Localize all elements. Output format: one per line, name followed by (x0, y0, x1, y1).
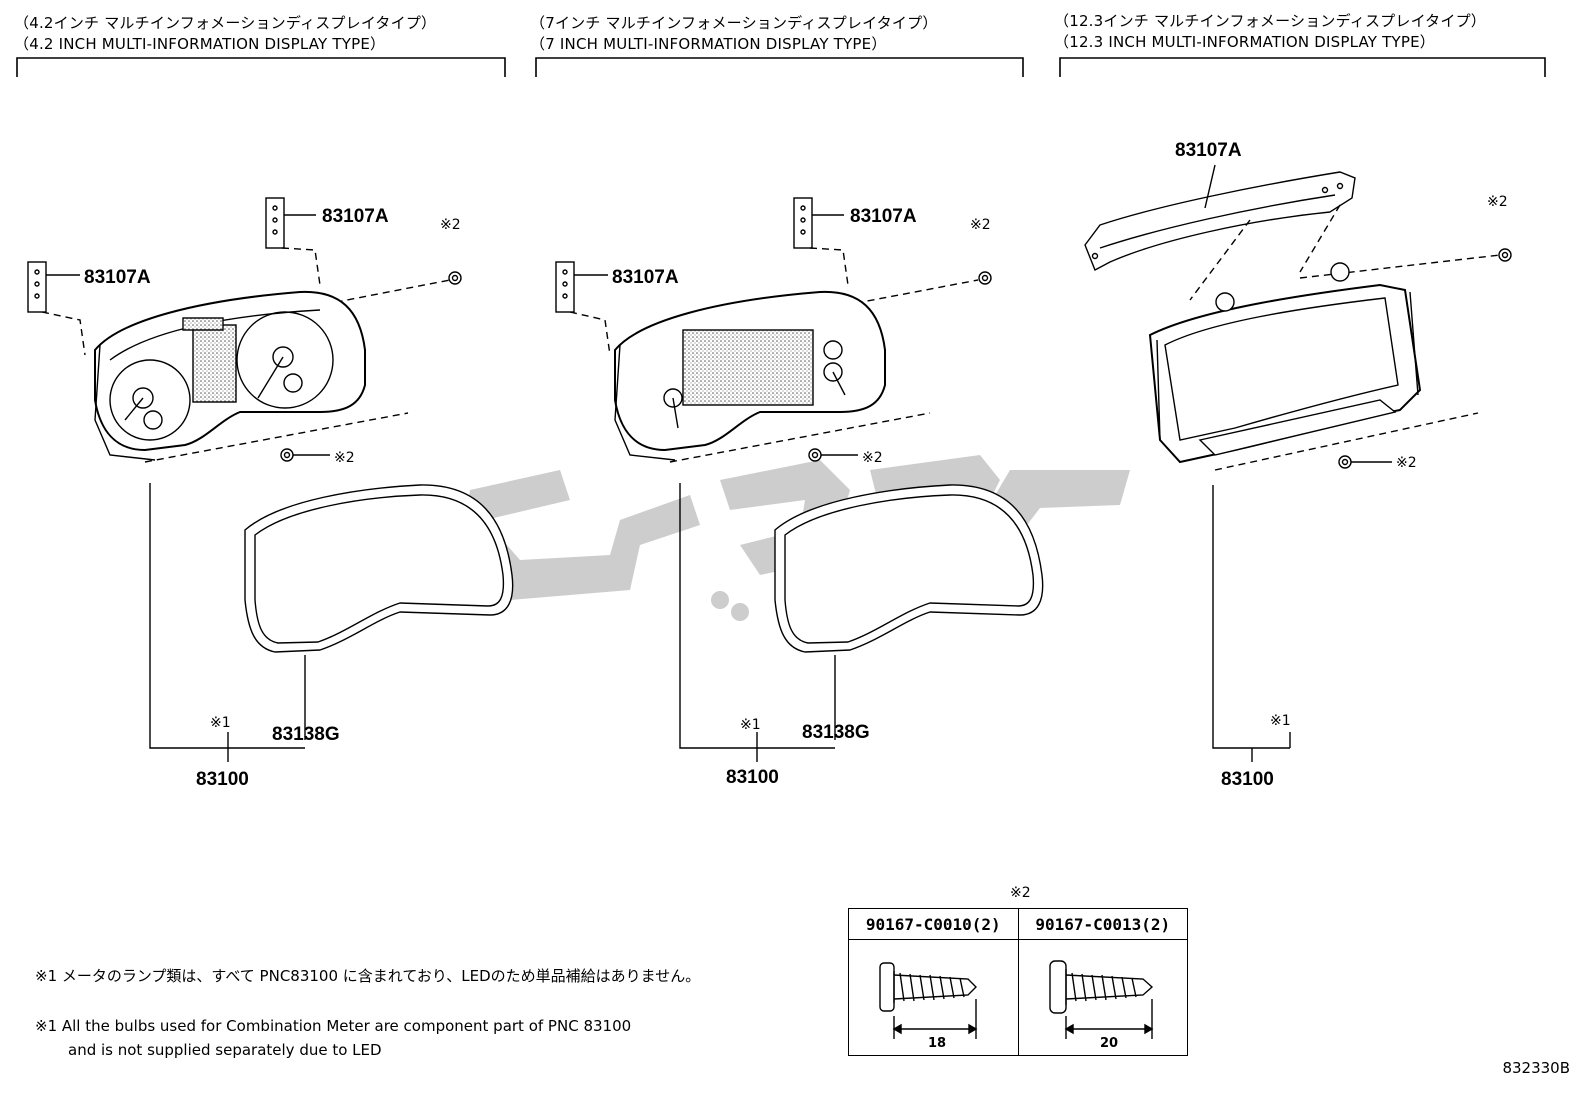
label-83107A-4-2-left: 83107A (84, 267, 151, 288)
length-20: 20 (1100, 1036, 1118, 1051)
bracket-83107A-right-7 (793, 197, 844, 249)
header-12-3-en: （12.3 INCH MULTI-INFORMATION DISPLAY TYP… (1054, 33, 1435, 51)
bracket-83107A-right (265, 197, 316, 249)
fastener-part-1: 90167-C0010(2) (848, 908, 1019, 940)
mark-2-4-2-bottom: ※2 (334, 450, 355, 466)
lens-83138G-4-2 (244, 484, 514, 740)
note-en-line1: ※1 All the bulbs used for Combination Me… (35, 1017, 632, 1035)
mark-2-7-top: ※2 (970, 217, 991, 233)
fastener-table-mark: ※2 (1010, 885, 1031, 901)
mark-1-7: ※1 (740, 717, 761, 733)
cluster-12-3-inch (1148, 262, 1422, 464)
header-4-2-jp: （4.2インチ マルチインフォメーションディスプレイタイプ） (14, 14, 437, 32)
cluster-7-inch (614, 290, 886, 461)
header-brackets (16, 57, 1546, 77)
note-en-line2: and is not supplied separately due to LE… (68, 1041, 382, 1059)
fastener-illustration-1: 18 (848, 939, 1019, 1056)
label-83138G-4-2: 83138G (272, 724, 340, 745)
label-83100-4-2: 83100 (196, 769, 249, 790)
fastener-part-2: 90167-C0013(2) (1017, 908, 1188, 940)
mark-1-12-3: ※1 (1270, 713, 1291, 729)
header-12-3-jp: （12.3インチ マルチインフォメーションディスプレイタイプ） (1054, 12, 1486, 30)
bracket-83107A-left-7 (555, 261, 608, 313)
mark-1-4-2: ※1 (210, 715, 231, 731)
mark-2-12-3-top: ※2 (1487, 194, 1508, 210)
screw-18-icon: 18 (879, 961, 978, 1051)
screw-4-2-bottom (280, 448, 330, 462)
label-83100-7: 83100 (726, 767, 779, 788)
screw-12-3-bottom (1338, 455, 1392, 469)
diagram-7-inch (555, 197, 1044, 762)
note-jp: ※1 メータのランプ類は、すべて PNC83100 に含まれており、LEDのため… (35, 967, 701, 985)
screw-12-3-top (1498, 248, 1512, 262)
header-4-2-en: （4.2 INCH MULTI-INFORMATION DISPLAY TYPE… (14, 35, 386, 53)
header-7-en: （7 INCH MULTI-INFORMATION DISPLAY TYPE） (530, 35, 887, 53)
header-7-jp: （7インチ マルチインフォメーションディスプレイタイプ） (530, 14, 938, 32)
lens-83138G-7 (774, 484, 1044, 740)
mark-2-4-2-top: ※2 (440, 217, 461, 233)
screw-7-top (978, 271, 992, 285)
mark-2-12-3-bottom: ※2 (1396, 455, 1417, 471)
label-83107A-12-3: 83107A (1175, 140, 1242, 161)
cluster-4-2-inch (94, 290, 366, 461)
bracket-83107A-left (27, 261, 80, 313)
label-83107A-4-2-right: 83107A (322, 206, 389, 227)
screw-7-bottom (808, 448, 858, 462)
length-18: 18 (928, 1036, 946, 1051)
mark-2-7-bottom: ※2 (862, 450, 883, 466)
fastener-illustration-2: 20 (1017, 939, 1188, 1056)
label-83107A-7-right: 83107A (850, 206, 917, 227)
label-83138G-7: 83138G (802, 722, 870, 743)
diagram-4-2-inch (27, 197, 514, 762)
diagram-12-3-inch (1084, 164, 1512, 762)
label-83107A-7-left: 83107A (612, 267, 679, 288)
screw-20-icon: 20 (1049, 959, 1154, 1051)
label-83100-12-3: 83100 (1221, 769, 1274, 790)
fastener-table: 90167-C0010(2) 90167-C0013(2) 18 (848, 908, 1188, 1056)
bracket-83107A-12-3 (1084, 164, 1356, 271)
figure-code: 832330B (1502, 1059, 1570, 1077)
screw-4-2-top (448, 271, 462, 285)
